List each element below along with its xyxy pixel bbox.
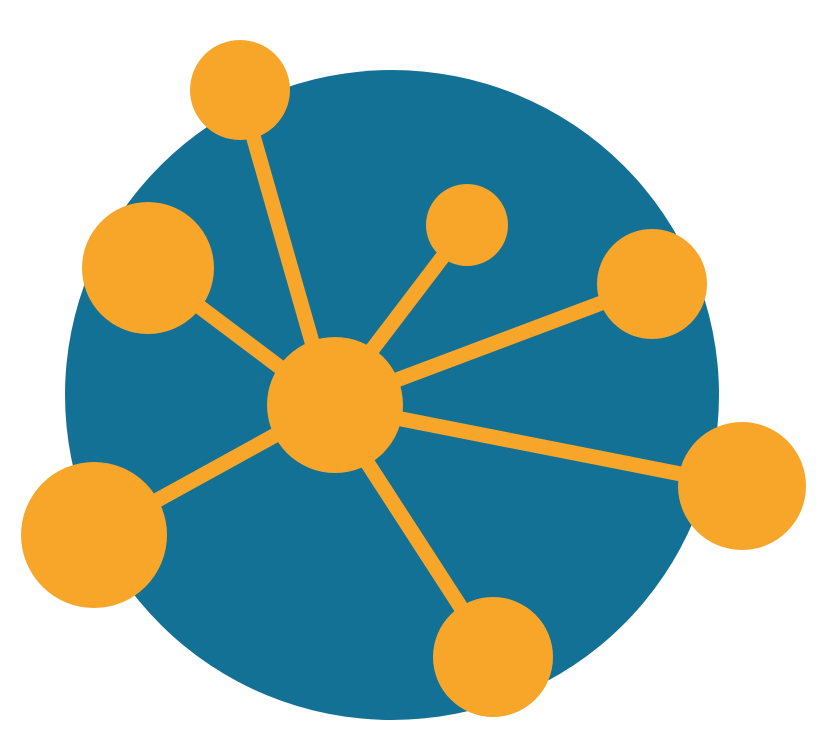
network-nodes bbox=[21, 40, 806, 717]
left-node bbox=[82, 202, 214, 334]
right-lower-node bbox=[678, 422, 806, 550]
top-left-node bbox=[190, 40, 290, 140]
bottom-node bbox=[433, 597, 553, 717]
bottom-left-node bbox=[21, 462, 167, 608]
hub-node bbox=[267, 337, 403, 473]
right-upper-node bbox=[597, 229, 707, 339]
top-center-node bbox=[426, 184, 508, 266]
